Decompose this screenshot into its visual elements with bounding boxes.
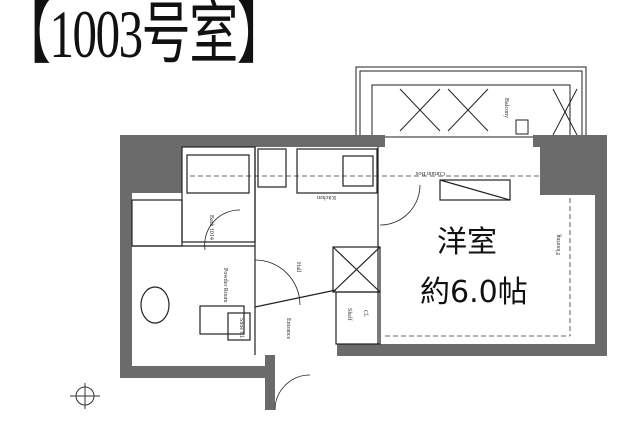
unit-number-title: 【1003号室】 [2,0,286,72]
balcony-label: Balcony [503,98,509,118]
flooring-label: Flooring [556,234,562,255]
balcony [355,66,587,138]
interior-walls [131,146,511,355]
kitchen-label: Kitchen [317,194,336,200]
room-size: 約6.0帖 [420,275,528,310]
dashed-lines [190,175,571,337]
shoe-closet-label: Shoe Cl. [238,318,244,339]
compass-icon [70,383,100,409]
entrance-label: Entrance [285,318,291,340]
hall-label: Hall [295,262,301,273]
bath-label: Bath 1014 [208,215,214,240]
curtain-box-label: Curtain Box [416,170,446,176]
door-swings [204,184,421,411]
shelf-label: Shelf [346,308,353,321]
powder-room-label: Powder Room [222,268,228,303]
room-name: 洋室 [437,225,497,260]
outer-walls [120,135,607,410]
closet-label: Cl. [362,310,368,318]
